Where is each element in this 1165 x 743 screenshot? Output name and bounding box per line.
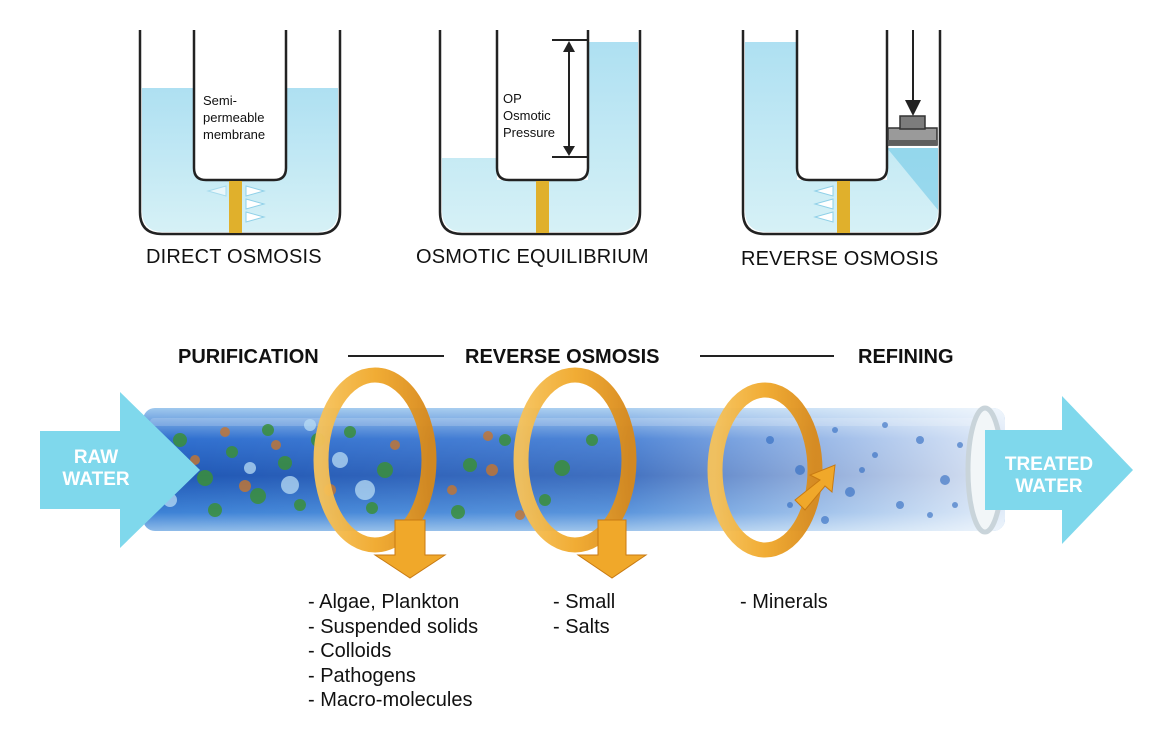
reverse-osmosis-diagram bbox=[741, 30, 942, 236]
purification-removed-list: - Algae, Plankton - Suspended solids - C… bbox=[308, 590, 478, 713]
water-bubbles bbox=[766, 422, 963, 524]
contaminant-particles bbox=[163, 419, 598, 520]
refining-removed-list: - Minerals bbox=[740, 590, 828, 615]
pressure-label-line: Pressure bbox=[503, 125, 556, 140]
osmotic-equilibrium-diagram bbox=[438, 30, 642, 236]
stage-refining: REFINING bbox=[858, 346, 954, 368]
raw-water-arrow bbox=[40, 392, 200, 548]
removed-item: - Algae, Plankton bbox=[308, 591, 460, 613]
treated-water-line: TREATED bbox=[1004, 454, 1094, 475]
removed-item: - Salts bbox=[553, 615, 610, 638]
removed-item: - Pathogens bbox=[308, 664, 416, 687]
membrane bbox=[229, 181, 242, 233]
membrane-label-line: membrane bbox=[203, 127, 266, 142]
purification-ring bbox=[313, 367, 447, 579]
pressure-label-line: OP bbox=[503, 91, 522, 106]
raw-water-label: RAW WATER bbox=[46, 447, 146, 491]
stage-reverse-osmosis: REVERSE OSMOSIS bbox=[465, 346, 660, 368]
reverse-osmosis-caption: REVERSE OSMOSIS bbox=[741, 248, 939, 270]
stage-purification: PURIFICATION bbox=[178, 346, 319, 368]
osmotic-pressure-label: OP Osmotic Pressure bbox=[503, 90, 573, 141]
membrane bbox=[536, 181, 549, 233]
treated-water-arrow bbox=[985, 396, 1133, 544]
membrane-label-line: Semi- bbox=[203, 93, 237, 108]
push-arrow bbox=[905, 30, 921, 116]
direct-osmosis-diagram bbox=[138, 30, 342, 236]
raw-water-line: RAW bbox=[73, 447, 119, 468]
removed-item: - Small bbox=[553, 591, 616, 613]
osmotic-equilibrium-caption: OSMOTIC EQUILIBRIUM bbox=[416, 246, 649, 268]
membrane bbox=[837, 181, 850, 233]
removed-item: - Colloids bbox=[308, 640, 392, 662]
membrane-label-line: permeable bbox=[203, 110, 265, 125]
removed-item: - Suspended solids bbox=[308, 615, 479, 638]
water-pipe bbox=[143, 405, 1005, 535]
reverse-osmosis-ring bbox=[513, 367, 648, 579]
pressure-dimension-arrow bbox=[552, 39, 588, 158]
reverse-osmosis-removed-list: - Small - Salts bbox=[553, 590, 615, 639]
refining-ring bbox=[707, 382, 836, 558]
treated-water-label: TREATED WATER bbox=[988, 454, 1110, 498]
pressure-label-line: Osmotic bbox=[503, 108, 551, 123]
direct-osmosis-caption: DIRECT OSMOSIS bbox=[146, 246, 322, 268]
membrane-label: Semi- permeable membrane bbox=[203, 92, 283, 143]
piston bbox=[887, 115, 938, 146]
treated-water-line: WATER bbox=[1015, 476, 1083, 497]
raw-water-line: WATER bbox=[62, 469, 130, 490]
removed-item: - Macro-molecules bbox=[308, 689, 473, 711]
removed-item: - Minerals bbox=[740, 591, 828, 613]
